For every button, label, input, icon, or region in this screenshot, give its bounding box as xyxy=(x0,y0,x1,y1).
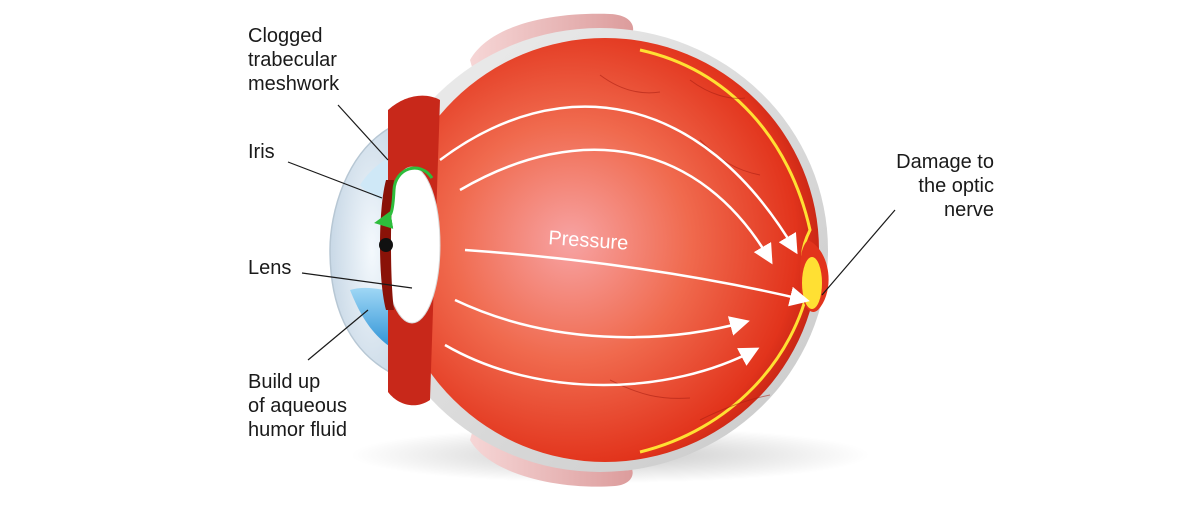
pressure-arrow-3 xyxy=(464,248,810,307)
pressure-arrows xyxy=(439,105,810,387)
leader-lines xyxy=(287,104,896,361)
label-clogged-meshwork: Clogged trabecular meshwork xyxy=(248,25,340,95)
flow-arrow xyxy=(374,166,434,229)
pressure-arrow-1 xyxy=(439,105,798,255)
pressure-arrow-2 xyxy=(459,148,773,265)
leader-iris xyxy=(287,161,383,199)
leader-buildup xyxy=(307,309,369,361)
eyeball-interior xyxy=(391,38,819,462)
label-iris: Iris xyxy=(248,141,275,163)
pressure-arrow-4 xyxy=(454,298,750,339)
optic-disc xyxy=(802,257,822,309)
label-lens: Lens xyxy=(248,257,292,279)
leader-clogged xyxy=(337,104,389,161)
aqueous-fluid xyxy=(350,287,392,348)
leader-damage xyxy=(821,209,896,296)
pupil xyxy=(379,238,393,252)
pressure-arrow-5 xyxy=(444,343,760,387)
leader-lens xyxy=(301,272,413,289)
label-optic-nerve-damage: Damage to the optic nerve xyxy=(896,151,994,221)
blood-vessels xyxy=(599,74,771,421)
label-aqueous-buildup: Build up of aqueous humor fluid xyxy=(248,371,347,441)
